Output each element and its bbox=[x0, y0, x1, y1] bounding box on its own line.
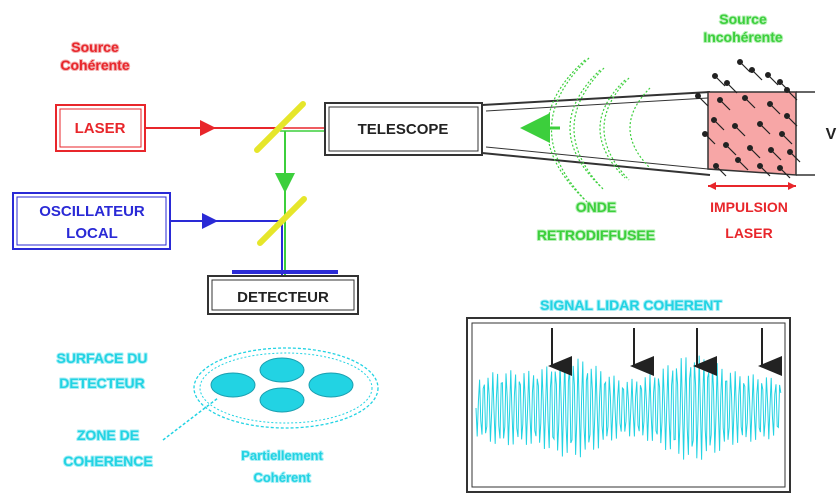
signal-trace bbox=[475, 355, 782, 460]
particle bbox=[756, 163, 763, 170]
particle-trail bbox=[769, 76, 779, 86]
oscillator-box bbox=[12, 192, 171, 250]
edge-text: V bbox=[826, 126, 837, 143]
laser-beam bbox=[145, 120, 335, 136]
particle bbox=[786, 149, 793, 156]
particle-trail bbox=[699, 97, 709, 107]
oscillateur-label: LOCAL bbox=[66, 225, 118, 242]
particle bbox=[778, 131, 785, 138]
particle-trail bbox=[716, 77, 726, 87]
particle-trail bbox=[751, 149, 761, 159]
lidar-signal-waveform bbox=[475, 355, 782, 460]
oscillateur-label: OSCILLATEUR bbox=[39, 203, 145, 220]
detector-box bbox=[207, 270, 359, 315]
particle bbox=[734, 157, 741, 164]
particle bbox=[712, 163, 719, 170]
particle bbox=[711, 72, 718, 79]
onde-label: ONDE bbox=[576, 199, 616, 215]
particle bbox=[783, 86, 790, 93]
particle bbox=[776, 78, 783, 85]
particle bbox=[694, 92, 701, 99]
particle-trail bbox=[739, 161, 749, 171]
detector-surface bbox=[193, 347, 379, 429]
particle bbox=[701, 131, 708, 138]
coherence-cell bbox=[308, 372, 354, 398]
particle bbox=[764, 71, 771, 78]
impulsion-label: IMPULSION bbox=[710, 199, 788, 215]
zone-label: COHERENCE bbox=[63, 453, 152, 469]
backscattered-wavefronts bbox=[546, 57, 651, 205]
particle bbox=[710, 116, 717, 123]
signal-markers bbox=[548, 328, 782, 376]
particle-trail bbox=[736, 127, 746, 137]
laser-box bbox=[55, 104, 146, 152]
coherence-pointer bbox=[162, 397, 219, 441]
source-incoherente-label: Incohérente bbox=[703, 29, 783, 45]
particle bbox=[736, 58, 743, 65]
signal-title: SIGNAL LIDAR COHERENT bbox=[540, 297, 722, 313]
particle bbox=[746, 145, 753, 152]
particle-trail bbox=[788, 117, 798, 127]
particle-trail bbox=[715, 121, 725, 131]
telescope-label: TELESCOPE bbox=[358, 121, 449, 138]
particle-trail bbox=[781, 169, 791, 179]
coherence-cell bbox=[210, 372, 256, 398]
detecteur-label: DETECTEUR bbox=[237, 289, 329, 306]
particle-trail bbox=[746, 99, 756, 109]
particle-trail bbox=[741, 63, 751, 73]
return-beam bbox=[275, 131, 295, 275]
onde-label: RETRODIFFUSEE bbox=[537, 227, 655, 243]
particle-trail bbox=[706, 135, 716, 145]
particle-trail bbox=[791, 153, 801, 163]
particle-trail bbox=[727, 146, 737, 156]
scatterer-particles bbox=[694, 58, 801, 179]
source-coherente-label: Source bbox=[71, 39, 119, 55]
particle bbox=[756, 120, 763, 127]
source-incoherente-label: Source bbox=[719, 11, 767, 27]
particle-trail bbox=[772, 151, 782, 161]
particle bbox=[767, 147, 774, 154]
particle-trail bbox=[788, 91, 798, 101]
particle bbox=[748, 66, 755, 73]
beamsplitter-top bbox=[254, 101, 306, 153]
telescope-cone bbox=[481, 91, 815, 176]
zone-label: ZONE DE bbox=[77, 427, 139, 443]
source-coherente-label: Cohérente bbox=[60, 57, 129, 73]
particle-trail bbox=[761, 167, 771, 177]
particle-trail bbox=[771, 105, 781, 115]
particle bbox=[722, 142, 729, 149]
laser-pulse-volume bbox=[694, 58, 801, 179]
particle bbox=[723, 79, 730, 86]
particle-trail bbox=[783, 135, 793, 145]
laser-label: LASER bbox=[75, 120, 126, 137]
surface-label: SURFACE DU bbox=[56, 350, 147, 366]
impulsion-label: LASER bbox=[725, 225, 772, 241]
particle bbox=[741, 94, 748, 101]
particle-trail bbox=[728, 84, 738, 94]
telescope-box bbox=[324, 102, 483, 156]
particle bbox=[731, 122, 738, 129]
particle-trail bbox=[721, 101, 731, 111]
surface-label: DETECTEUR bbox=[59, 375, 145, 391]
coherence-cell bbox=[259, 357, 305, 383]
particle bbox=[766, 100, 773, 107]
beamsplitter-bottom bbox=[257, 196, 307, 246]
particle bbox=[776, 165, 783, 172]
particle-trail bbox=[761, 125, 771, 135]
particle bbox=[716, 96, 723, 103]
coherence-cell bbox=[259, 387, 305, 413]
particle bbox=[783, 112, 790, 119]
pulse-width-arrow bbox=[708, 182, 796, 190]
partiellement-label: Cohérent bbox=[253, 470, 311, 485]
particle-trail bbox=[753, 71, 763, 81]
particle-trail bbox=[717, 167, 727, 177]
partiellement-label: Partiellement bbox=[241, 448, 323, 463]
